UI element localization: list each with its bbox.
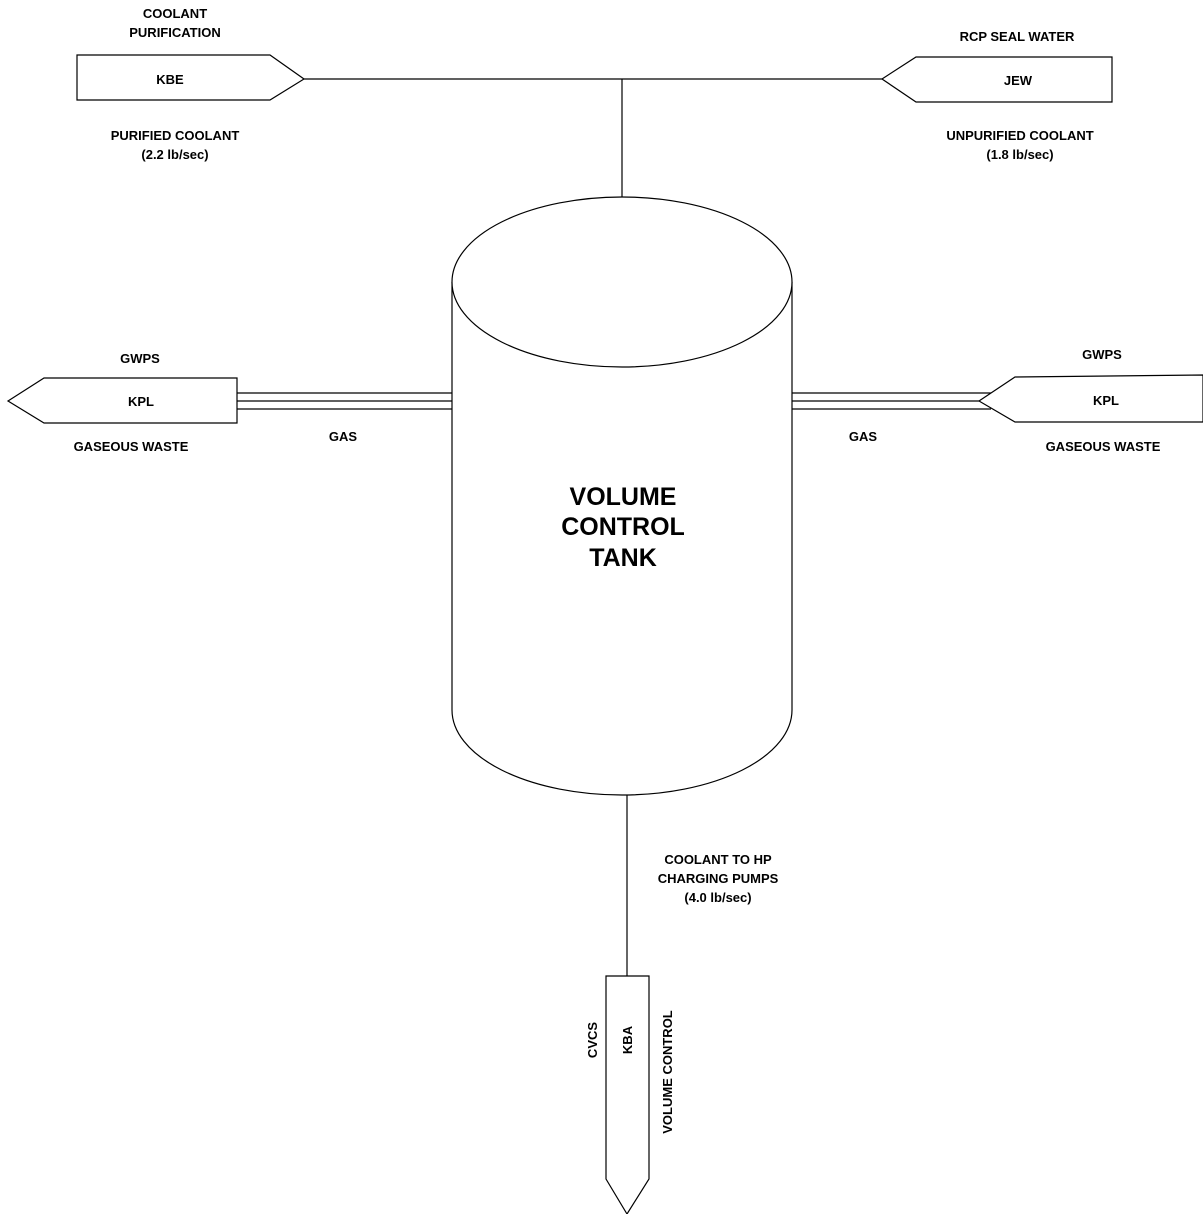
kba-system-label: CVCS: [585, 1022, 600, 1058]
jew-system-label: RCP SEAL WATER: [960, 29, 1075, 44]
kpl-right-connector[interactable]: KPL: [977, 374, 1203, 423]
left-gas-pipe: [237, 392, 452, 410]
kbe-connector[interactable]: KBE: [76, 54, 306, 101]
kpl-right-system-label: GWPS: [1082, 347, 1122, 362]
kba-flow-label: COOLANT TO HP: [664, 852, 772, 867]
kpl-left-system-label: GWPS: [120, 351, 160, 366]
tank-label-line3: TANK: [589, 544, 657, 572]
kba-code: KBA: [620, 1025, 635, 1054]
kba-flow-label-2: CHARGING PUMPS: [658, 871, 779, 886]
kbe-system-label: COOLANT: [143, 6, 207, 21]
kpl-right-description: GASEOUS WASTE: [1046, 439, 1161, 454]
right-gas-label: GAS: [849, 429, 878, 444]
kpl-right-code: KPL: [1093, 393, 1119, 408]
jew-connector[interactable]: JEW: [880, 56, 1113, 103]
kpl-left-description: GASEOUS WASTE: [74, 439, 189, 454]
kbe-system-label-2: PURIFICATION: [129, 25, 220, 40]
kba-flow-rate: (4.0 lb/sec): [684, 890, 751, 905]
tank-label-line1: VOLUME: [570, 483, 677, 511]
kbe-code: KBE: [156, 72, 184, 87]
tank-label-line2: CONTROL: [561, 513, 685, 541]
right-gas-pipe: [792, 392, 991, 410]
kpl-left-code: KPL: [128, 394, 154, 409]
left-gas-label: GAS: [329, 429, 358, 444]
kbe-flow-label: PURIFIED COOLANT: [111, 128, 240, 143]
kba-connector[interactable]: KBA: [605, 975, 650, 1214]
jew-flow-label: UNPURIFIED COOLANT: [946, 128, 1093, 143]
volume-control-tank[interactable]: VOLUME CONTROL TANK: [451, 196, 793, 796]
jew-code: JEW: [1004, 73, 1033, 88]
kbe-flow-rate: (2.2 lb/sec): [141, 147, 208, 162]
jew-flow-rate: (1.8 lb/sec): [986, 147, 1053, 162]
kpl-left-connector[interactable]: KPL: [6, 377, 238, 424]
kba-description: VOLUME CONTROL: [660, 1010, 675, 1134]
